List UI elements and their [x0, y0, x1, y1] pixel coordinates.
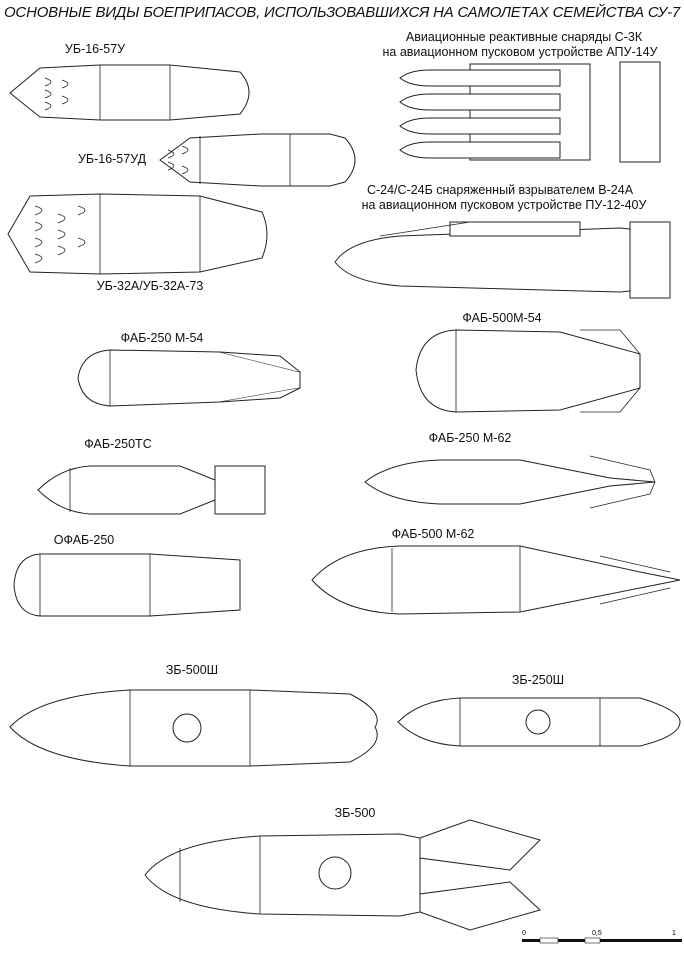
zb-500-tank — [144, 819, 541, 931]
fab-500m-54-bomb — [415, 329, 641, 413]
ub-32a-pod — [7, 193, 268, 275]
zb-500sh-tank — [9, 689, 378, 767]
label-fab-250-m54: ФАБ-250 М-54 — [120, 331, 204, 345]
label-ofab-250: ОФАБ-250 — [53, 533, 115, 547]
label-s-24-line2: на авиационном пусковом устройстве ПУ-12… — [361, 198, 647, 212]
fab-250-m54-bomb — [77, 349, 301, 407]
scale-label-mid: 0,5 — [592, 930, 602, 937]
ub-16-57ud-pod — [159, 133, 356, 187]
s-3k-rockets-apu-14u — [399, 61, 661, 163]
label-fab-250ts: ФАБ-250ТС — [84, 437, 152, 451]
label-fab-250-m62: ФАБ-250 М-62 — [428, 431, 512, 445]
zb-250sh-tank — [397, 697, 681, 747]
label-ub-16-57u: УБ-16-57У — [64, 42, 126, 56]
label-fab-500-m62: ФАБ-500 М-62 — [391, 527, 475, 541]
label-fab-500m-54: ФАБ-500М-54 — [462, 311, 542, 325]
s-24-rocket-pu-12-40u — [334, 221, 671, 299]
page-title: ОСНОВНЫЕ ВИДЫ БОЕПРИПАСОВ, ИСПОЛЬЗОВАВШИ… — [3, 4, 681, 21]
label-s-3k-line1: Авиационные реактивные снаряды С-3К — [405, 30, 643, 44]
scale-label-end: 1 — [672, 930, 676, 937]
scale-bar: 0 0,5 1 — [522, 930, 682, 944]
fab-250-m62-bomb — [364, 455, 656, 509]
ub-16-57u-pod — [9, 64, 250, 121]
scale-label-0: 0 — [522, 930, 526, 937]
fab-250ts-bomb — [37, 465, 266, 515]
label-zb-500sh: ЗБ-500Ш — [165, 663, 219, 677]
label-zb-500: ЗБ-500 — [334, 806, 376, 820]
label-s-3k-line2: на авиационном пусковом устройстве АПУ-1… — [382, 45, 658, 59]
label-s-24-line1: С-24/С-24Б снаряженный взрывателем В-24А — [366, 183, 634, 197]
ofab-250-bomb — [13, 553, 241, 617]
label-zb-250sh: ЗБ-250Ш — [511, 673, 565, 687]
label-ub-32a: УБ-32А/УБ-32А-73 — [96, 279, 204, 293]
fab-500-m62-bomb — [311, 545, 681, 615]
label-ub-16-57ud: УБ-16-57УД — [77, 152, 147, 166]
